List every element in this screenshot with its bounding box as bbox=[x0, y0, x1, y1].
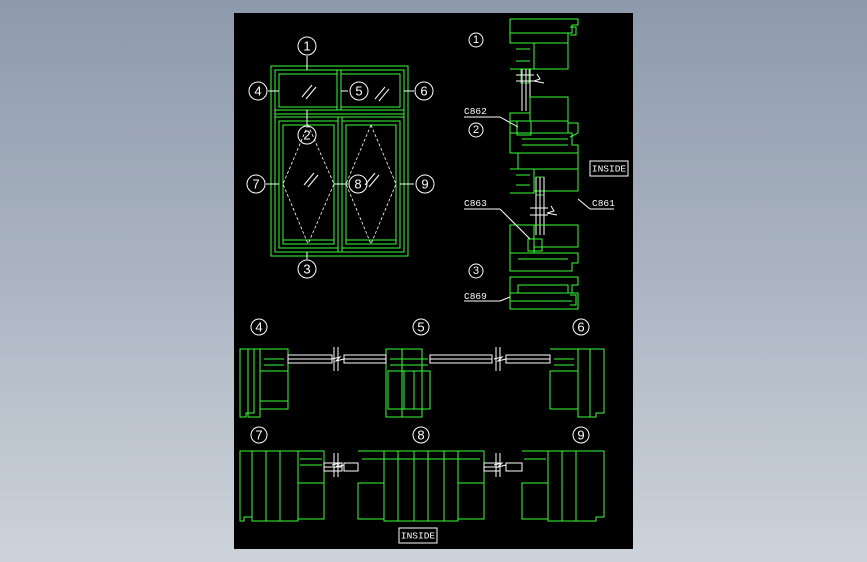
vertical-section bbox=[464, 18, 614, 310]
svg-text:9: 9 bbox=[577, 428, 584, 443]
svg-text:7: 7 bbox=[252, 177, 259, 192]
section-marker-1: 1 bbox=[468, 32, 484, 48]
svg-text:7: 7 bbox=[255, 428, 262, 443]
svg-text:8: 8 bbox=[417, 428, 424, 443]
svg-text:5: 5 bbox=[417, 320, 424, 335]
section-marker-5: 5 bbox=[412, 318, 430, 336]
svg-text:5: 5 bbox=[355, 84, 362, 99]
part-label-c869: C869 bbox=[464, 291, 487, 302]
part-label-c862: C862 bbox=[464, 106, 487, 117]
horizontal-section-row1 bbox=[239, 347, 605, 418]
window-elevation bbox=[266, 56, 414, 259]
cad-drawing: 1 4 5 6 2 7 8 9 3 bbox=[239, 18, 629, 544]
svg-text:3: 3 bbox=[303, 262, 310, 277]
section-marker-6: 6 bbox=[572, 318, 590, 336]
svg-text:6: 6 bbox=[577, 320, 584, 335]
svg-text:4: 4 bbox=[255, 320, 262, 335]
svg-text:6: 6 bbox=[420, 84, 427, 99]
horizontal-section-row2 bbox=[239, 450, 605, 522]
elevation-marker-1: 1 bbox=[297, 36, 317, 56]
elevation-marker-3: 3 bbox=[297, 259, 317, 279]
section-marker-3: 3 bbox=[468, 263, 484, 279]
opening-indicator-right bbox=[345, 124, 372, 245]
svg-text:INSIDE: INSIDE bbox=[592, 164, 627, 175]
svg-text:9: 9 bbox=[421, 177, 428, 192]
svg-text:INSIDE: INSIDE bbox=[401, 531, 436, 542]
elevation-marker-8: 8 bbox=[348, 174, 368, 194]
svg-text:1: 1 bbox=[303, 39, 310, 54]
svg-text:1: 1 bbox=[473, 34, 479, 46]
section-marker-7: 7 bbox=[250, 426, 268, 444]
inside-tag-horizontal: INSIDE bbox=[398, 527, 438, 544]
svg-text:8: 8 bbox=[354, 177, 361, 192]
elevation-marker-5: 5 bbox=[349, 81, 369, 101]
elevation-marker-4: 4 bbox=[248, 81, 268, 101]
section-marker-4: 4 bbox=[250, 318, 268, 336]
section-marker-2: 2 bbox=[468, 122, 484, 138]
part-label-c863: C863 bbox=[464, 198, 487, 209]
elevation-marker-9: 9 bbox=[415, 174, 435, 194]
part-label-c861: C861 bbox=[592, 198, 615, 209]
section-marker-9: 9 bbox=[572, 426, 590, 444]
elevation-marker-2: 2 bbox=[297, 125, 317, 145]
svg-text:3: 3 bbox=[473, 265, 479, 277]
elevation-outer-frame bbox=[270, 65, 409, 257]
drawing-sheet: 1 4 5 6 2 7 8 9 3 bbox=[234, 13, 633, 549]
elevation-inner-frame bbox=[274, 69, 405, 253]
elevation-marker-7: 7 bbox=[246, 174, 266, 194]
svg-text:2: 2 bbox=[303, 128, 310, 143]
inside-tag-vertical: INSIDE bbox=[589, 160, 629, 177]
elevation-marker-6: 6 bbox=[414, 81, 434, 101]
section-marker-8: 8 bbox=[412, 426, 430, 444]
svg-text:4: 4 bbox=[254, 84, 261, 99]
opening-indicator-left bbox=[282, 124, 309, 245]
svg-text:2: 2 bbox=[473, 124, 479, 136]
